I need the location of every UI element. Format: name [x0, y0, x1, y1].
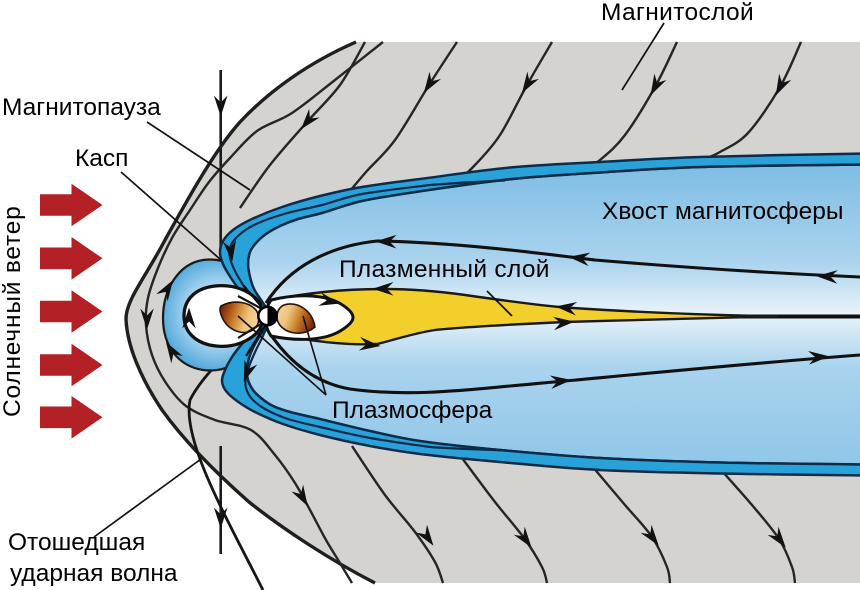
svg-text:Плазмосфера: Плазмосфера: [332, 397, 493, 424]
svg-text:Плазменный слой: Плазменный слой: [339, 256, 550, 283]
svg-text:Касп: Касп: [75, 145, 128, 172]
svg-text:Магнитослой: Магнитослой: [601, 0, 754, 26]
svg-text:Магнитопауза: Магнитопауза: [2, 94, 161, 121]
svg-text:ударная волна: ударная волна: [10, 560, 178, 587]
svg-text:Отошедшая: Отошедшая: [8, 529, 145, 556]
svg-text:Хвост магнитосферы: Хвост магнитосферы: [602, 198, 843, 225]
svg-text:Солнечный ветер: Солнечный ветер: [0, 205, 26, 417]
